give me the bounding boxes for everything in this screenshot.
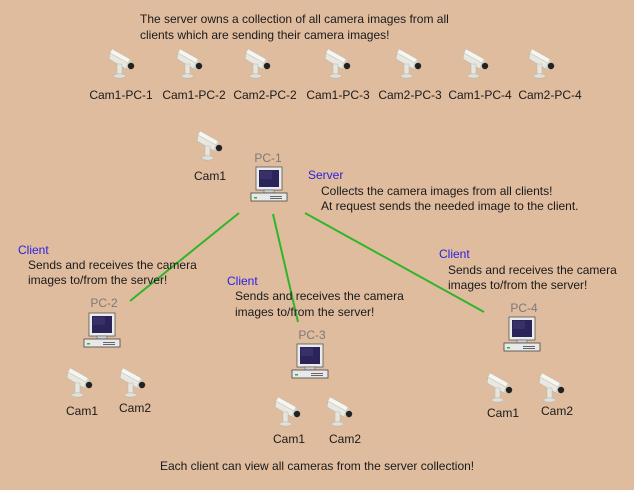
camera-icon: [324, 393, 358, 431]
client-camera-label: Cam2: [328, 432, 361, 446]
computer-icon: [503, 316, 541, 352]
camera-icon: [242, 45, 276, 83]
server-desc-line1: Collects the camera images from all clie…: [321, 184, 553, 198]
collection-camera-label: Cam1-PC-2: [162, 88, 226, 102]
computer-icon: [83, 312, 121, 348]
camera-icon: [526, 45, 560, 83]
client-role-label: Client: [439, 247, 470, 261]
client-role-label: Client: [18, 243, 49, 257]
collection-camera-label: Cam1-PC-1: [89, 88, 153, 102]
client-role-label: Client: [227, 274, 258, 288]
link-server-pc2: [129, 212, 240, 302]
collection-camera-label: Cam1-PC-4: [448, 88, 512, 102]
client-pc-label: PC-2: [90, 296, 118, 310]
collection-camera-label: Cam2-PC-3: [378, 88, 442, 102]
camera-icon: [106, 45, 140, 83]
camera-icon: [322, 45, 356, 83]
header-note-line2: clients which are sending their camera i…: [140, 28, 390, 42]
camera-icon: [393, 45, 427, 83]
client-desc-line2: images to/from the server!: [235, 305, 375, 319]
client-desc-line1: Sends and receives the camera: [235, 289, 404, 303]
link-server-pc4: [304, 212, 485, 313]
camera-icon: [272, 393, 306, 431]
client-camera-label: Cam2: [540, 404, 573, 418]
camera-icon: [460, 45, 494, 83]
client-camera-label: Cam1: [272, 432, 305, 446]
collection-camera-label: Cam2-PC-2: [233, 88, 297, 102]
server-role-label: Server: [308, 168, 344, 182]
camera-icon: [536, 369, 570, 407]
client-camera-label: Cam1: [65, 404, 98, 418]
collection-camera-label: Cam1-PC-3: [306, 88, 370, 102]
link-server-pc3: [272, 213, 299, 323]
camera-icon: [484, 369, 518, 407]
client-pc-label: PC-3: [298, 328, 326, 342]
server-pc-label: PC-1: [254, 151, 282, 165]
client-camera-label: Cam2: [118, 401, 151, 415]
camera-icon: [117, 364, 151, 402]
camera-icon: [174, 45, 208, 83]
collection-camera-label: Cam2-PC-4: [518, 88, 582, 102]
server-desc-line2: At request sends the needed image to the…: [321, 199, 579, 213]
camera-icon: [194, 127, 228, 165]
client-desc-line1: Sends and receives the camera: [448, 263, 617, 277]
computer-icon: [250, 166, 288, 202]
server-camera-label: Cam1: [193, 169, 226, 183]
client-desc-line1: Sends and receives the camera: [28, 258, 197, 272]
computer-icon: [291, 343, 329, 379]
client-desc-line2: images to/from the server!: [28, 273, 168, 287]
client-pc-label: PC-4: [510, 301, 538, 315]
header-note-line1: The server owns a collection of all came…: [140, 12, 449, 26]
camera-icon: [64, 364, 98, 402]
client-desc-line2: images to/from the server!: [448, 278, 588, 292]
client-camera-label: Cam1: [486, 406, 519, 420]
footer-note: Each client can view all cameras from th…: [160, 459, 475, 473]
